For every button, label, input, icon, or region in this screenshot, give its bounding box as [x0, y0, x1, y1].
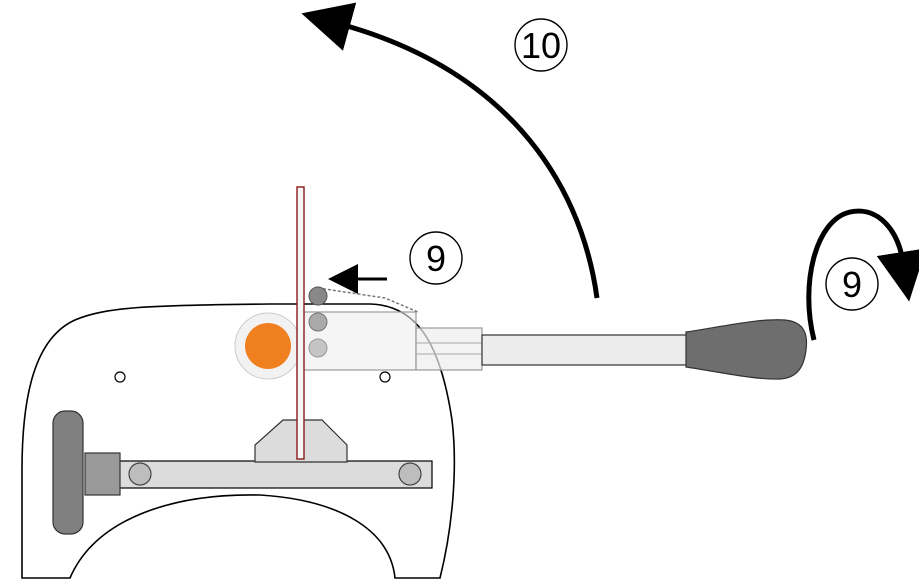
turn-arrow: [806, 208, 919, 341]
lift-arrow: [301, 2, 600, 299]
lever-handle: [685, 319, 808, 380]
blade: [296, 186, 305, 460]
clamp-roller-top: [308, 286, 328, 306]
clamp-knob: [52, 410, 84, 535]
clamp-knob-shaft: [84, 452, 121, 496]
rail-roller-right: [398, 462, 422, 486]
clamp-roller-bottom: [308, 338, 328, 358]
callout-lever-lift-label: 10: [521, 25, 561, 66]
callout-clamp-push: 9: [409, 231, 463, 285]
screw-hole-right: [379, 371, 391, 383]
callout-lever-lift: 10: [514, 18, 568, 72]
lower-rail: [117, 460, 433, 489]
machine-housing: [21, 303, 456, 579]
pivot-orange: [245, 323, 291, 369]
rail-roller-left: [128, 462, 152, 486]
clamp-roller-middle: [308, 312, 328, 332]
callout-handle-turn-label: 9: [842, 264, 862, 305]
callout-clamp-push-label: 9: [426, 238, 446, 279]
lever-rod: [481, 334, 688, 366]
callout-handle-turn: 9: [825, 257, 879, 311]
screw-hole-left: [114, 371, 126, 383]
lever-sleeve: [415, 327, 483, 371]
